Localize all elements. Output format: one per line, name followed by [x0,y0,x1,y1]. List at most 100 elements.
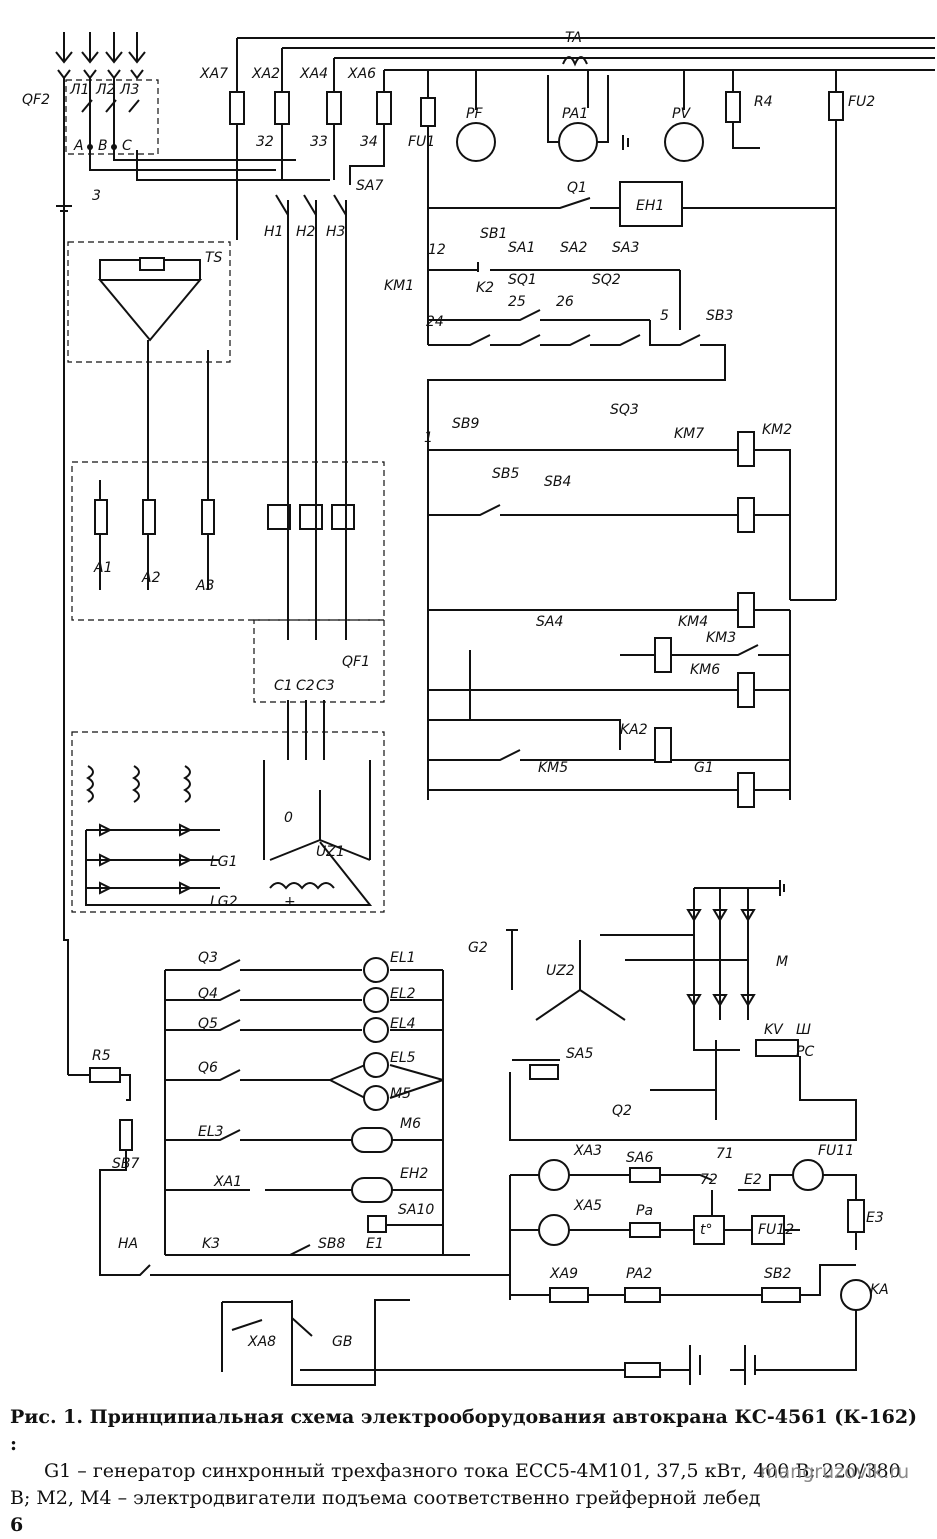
component-label: SA5 [566,1046,593,1062]
component-label: SB9 [452,416,479,432]
component-label: Q6 [198,1060,218,1076]
component-label: K3 [202,1236,220,1252]
component-label: EL2 [390,986,416,1002]
component-label: EL4 [390,1016,416,1032]
component-label: HA [118,1236,138,1252]
component-label: E2 [744,1172,762,1188]
component-label: QF1 [342,654,370,670]
component-label: 12 [428,242,446,258]
component-label: M [776,954,788,970]
qf2-breaker [56,78,330,212]
component-label: 33 [310,134,328,150]
component-label: 25 [508,294,526,310]
component-label: Q1 [567,180,587,196]
component-label: TA [565,30,582,46]
component-label: M5 [390,1086,411,1102]
component-label: C1 [274,678,293,694]
component-label: SQ1 [508,272,537,288]
component-label: SQ2 [592,272,621,288]
component-label: Q3 [198,950,218,966]
component-label: 5 [660,308,669,324]
component-label: R5 [92,1048,111,1064]
component-label: 1 [424,430,433,446]
relay-coils [654,431,755,808]
component-label: 24 [426,314,444,330]
component-label: H2 [296,224,316,240]
component-label: LG2 [210,894,238,910]
component-label: + [284,894,296,910]
component-label: KM5 [538,760,568,776]
component-label: FU2 [848,94,875,110]
component-label: KA2 [620,722,648,738]
component-label: Л3 [119,82,139,98]
component-label: Pa [636,1203,653,1219]
component-label: Q2 [612,1103,632,1119]
gauges [529,1064,872,1378]
component-label: A [73,138,84,154]
mains-input-arrows [55,32,146,80]
component-label: 26 [556,294,574,310]
component-label: Q4 [198,986,218,1002]
component-label: SB1 [480,226,507,242]
component-label: 32 [256,134,274,150]
component-label: FU11 [818,1143,854,1159]
component-label: XA2 [251,66,280,82]
xa1-r5 [68,1067,510,1276]
component-label: 3 [92,188,101,204]
component-label: M6 [400,1116,421,1132]
component-label: Ш [796,1022,811,1038]
component-label: SB8 [318,1236,345,1252]
component-label: 72 [700,1172,718,1188]
component-label: PF [466,106,483,122]
qf1-breaker [253,619,385,703]
component-label: LG1 [210,854,238,870]
gauges-circuit [300,1174,857,1371]
component-label: E3 [866,1210,884,1226]
component-label: KM2 [762,422,792,438]
component-label: B [98,138,108,154]
component-label: XA7 [199,66,228,82]
component-label: 0 [284,810,293,826]
component-label: EH1 [636,198,664,214]
component-label: E1 [366,1236,384,1252]
component-label: XA8 [247,1334,276,1350]
component-label: KM6 [690,662,720,678]
component-label: Л2 [95,82,116,98]
lighting-circuits [164,959,470,1256]
component-label: XA5 [573,1198,602,1214]
figure-caption: Рис. 1. Принципиальная схема электрообор… [10,1404,925,1539]
figure-title: Рис. 1. Принципиальная схема электрообор… [10,1406,918,1455]
component-label: FU1 [408,134,435,150]
component-label: G2 [468,940,488,956]
component-label: XA1 [213,1174,242,1190]
component-label: KM1 [384,278,414,294]
component-label: SQ3 [610,402,639,418]
component-label: UZ1 [316,844,345,860]
generator-g2 [506,880,857,1141]
generator-feeds [63,194,347,1075]
component-label: SA7 [356,178,383,194]
component-label: EL3 [198,1124,224,1140]
component-label: A2 [141,570,161,586]
component-label: SA4 [536,614,563,630]
component-label: FU12 [758,1222,794,1238]
component-label: 71 [716,1146,734,1162]
eh1-heater [428,181,836,227]
component-label: K2 [476,280,494,296]
component-label: SA3 [612,240,639,256]
component-label: C [122,138,132,154]
component-label: SA1 [508,240,535,256]
component-label: Л1 [69,82,89,98]
component-label: XA9 [549,1266,578,1282]
component-label: PV [672,106,691,122]
component-label: EH2 [400,1166,428,1182]
component-label: EL5 [390,1050,416,1066]
component-label: QF2 [22,92,50,108]
component-label: KM7 [674,426,704,442]
component-label: PC [796,1044,814,1060]
page-fragment: 6 [10,1514,24,1536]
bus-fuses [229,91,844,600]
watermark: mangruzovik.ru [760,1461,910,1483]
component-label: SB7 [112,1156,139,1172]
